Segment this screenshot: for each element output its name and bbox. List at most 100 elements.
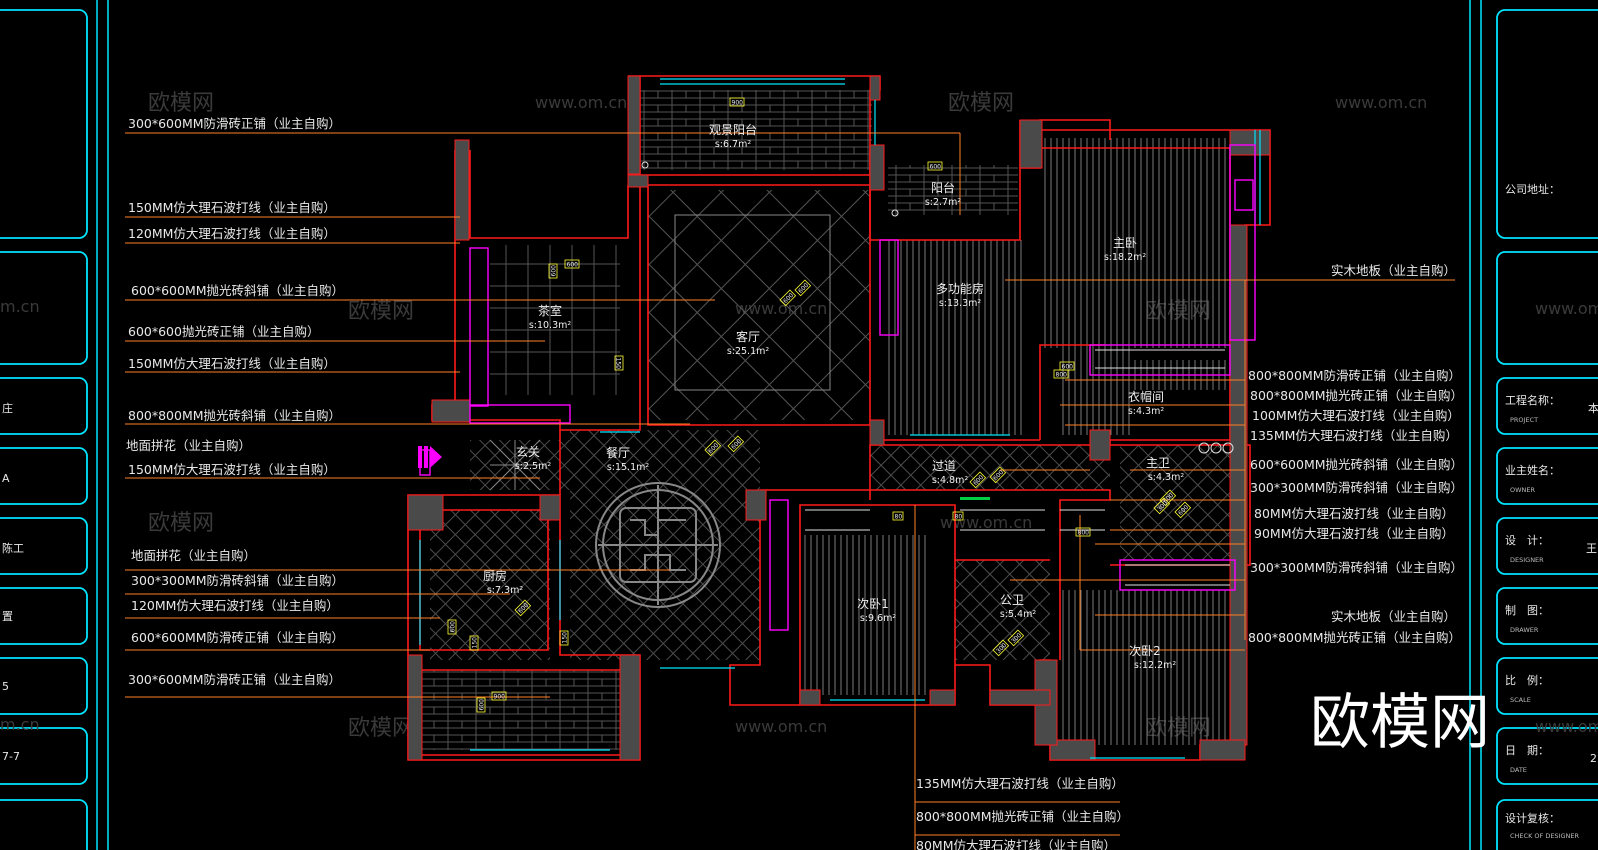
scale-label: 比 例： bbox=[1505, 673, 1549, 687]
room-name: 茶室 bbox=[538, 303, 562, 318]
watermark-url: m.cn bbox=[0, 715, 40, 734]
right-title-block bbox=[1496, 9, 1598, 850]
drawer-label-en: DRAWER bbox=[1510, 626, 1539, 634]
room-area: s:5.4m² bbox=[1000, 609, 1037, 620]
dimension-label: 900 bbox=[494, 694, 506, 701]
material-note: 800*800MM抛光砖正铺（业主自购） bbox=[1250, 388, 1463, 403]
room-area: s:4.8m² bbox=[932, 475, 969, 486]
material-note: 600*600MM抛光砖斜铺（业主自购） bbox=[1250, 457, 1463, 472]
room-name: 过道 bbox=[932, 459, 956, 473]
dimension-label: 150 bbox=[562, 632, 569, 644]
right-notes: 实木地板（业主自购） 800*800MM防滑砖正铺（业主自购） 800*800M… bbox=[1248, 263, 1463, 645]
material-note: 100MM仿大理石波打线（业主自购） bbox=[1252, 408, 1460, 423]
material-note: 120MM仿大理石波打线（业主自购） bbox=[131, 598, 339, 613]
room-name: 阳台 bbox=[931, 180, 955, 195]
entrance-arrow-icon bbox=[418, 446, 442, 468]
scale-label-en: SCALE bbox=[1510, 696, 1531, 704]
room-labels: 观景阳台 s:6.7m² 阳台 s:2.7m² 主卧 s:18.2m² 茶室 s… bbox=[483, 122, 1184, 671]
watermark-url: www.om.cn bbox=[1535, 717, 1598, 736]
material-note: 600*600MM防滑砖正铺（业主自购） bbox=[131, 630, 344, 645]
owner-label-en: OWNER bbox=[1510, 486, 1536, 494]
material-note: 600*600抛光砖正铺（业主自购） bbox=[128, 324, 319, 339]
room-area: s:6.7m² bbox=[715, 139, 752, 150]
dimension-label: 600 bbox=[551, 265, 558, 277]
room-name: 多功能房 bbox=[936, 281, 984, 296]
room-name: 客厅 bbox=[736, 329, 760, 344]
material-note: 80MM仿大理石波打线（业主自购） bbox=[916, 838, 1116, 850]
room-area: s:4.3m² bbox=[1128, 406, 1165, 417]
material-note: 135MM仿大理石波打线（业主自购） bbox=[1250, 428, 1458, 443]
dimension-label: 800 bbox=[1056, 372, 1068, 379]
room-area: s:12.2m² bbox=[1134, 660, 1177, 671]
check-label: 设计复核： bbox=[1505, 811, 1560, 825]
room-area: s:2.5m² bbox=[515, 461, 552, 472]
drawer-label: 制 图： bbox=[1505, 604, 1549, 617]
watermark-logo: 欧模网 bbox=[348, 716, 414, 741]
date-label-en: DATE bbox=[1510, 766, 1527, 774]
project-label: 工程名称： bbox=[1505, 393, 1560, 407]
owner-label: 业主姓名： bbox=[1505, 463, 1560, 477]
material-note: 150MM仿大理石波打线（业主自购） bbox=[128, 356, 336, 371]
material-note: 150MM仿大理石波打线（业主自购） bbox=[128, 462, 336, 477]
room-name: 公卫 bbox=[1000, 593, 1024, 607]
material-note: 300*300MM防滑砖斜铺（业主自购） bbox=[1250, 480, 1463, 495]
material-note: 80MM仿大理石波打线（业主自购） bbox=[1254, 506, 1454, 521]
room-area: s:4.3m² bbox=[1148, 472, 1185, 483]
company-address-label: 公司地址： bbox=[1505, 182, 1560, 196]
material-note: 135MM仿大理石波打线（业主自购） bbox=[916, 776, 1124, 791]
dining-medallion bbox=[595, 482, 721, 608]
room-name: 餐厅 bbox=[606, 445, 630, 460]
drawing-frame bbox=[96, 0, 1482, 850]
dimension-label: 600 bbox=[1062, 364, 1074, 371]
watermark-url: www.om.cn bbox=[735, 717, 827, 736]
material-note: 实木地板（业主自购） bbox=[1331, 263, 1456, 278]
left-block-label: 庄 bbox=[2, 401, 13, 415]
bottom-notes: 135MM仿大理石波打线（业主自购） 800*800MM抛光砖正铺（业主自购） … bbox=[916, 776, 1129, 850]
watermark-url: m.cn bbox=[0, 297, 40, 316]
watermark-logo: 欧模网 bbox=[348, 299, 414, 324]
material-note: 300*300MM防滑砖斜铺（业主自购） bbox=[131, 573, 344, 588]
room-name: 厨房 bbox=[483, 568, 507, 583]
left-notes: 300*600MM防滑砖正铺（业主自购） 150MM仿大理石波打线（业主自购） … bbox=[126, 116, 344, 687]
room-area: s:15.1m² bbox=[607, 462, 650, 473]
dimension-label: 600 bbox=[930, 164, 942, 171]
watermark-logo: 欧模网 bbox=[148, 91, 214, 116]
material-note: 300*600MM防滑砖正铺（业主自购） bbox=[128, 116, 341, 131]
dimension-label: 900 bbox=[732, 100, 744, 107]
room-name: 玄关 bbox=[516, 444, 540, 459]
dimension-label: 80 bbox=[895, 514, 903, 521]
date-label: 日 期： bbox=[1505, 744, 1549, 757]
room-name: 次卧2 bbox=[1129, 644, 1161, 658]
material-note: 800*800MM抛光砖正铺（业主自购） bbox=[1248, 630, 1461, 645]
designer-label: 设 计： bbox=[1505, 534, 1549, 547]
date-value: 2 bbox=[1590, 752, 1597, 765]
entrance-pattern bbox=[489, 439, 541, 491]
project-label-en: PROJECT bbox=[1510, 416, 1538, 424]
room-area: s:9.6m² bbox=[860, 613, 897, 624]
left-block-label: 5 bbox=[2, 680, 9, 693]
dimension-label: 600 bbox=[479, 699, 486, 711]
room-name: 次卧1 bbox=[857, 597, 889, 611]
floor-plan bbox=[125, 75, 1455, 850]
material-note: 120MM仿大理石波打线（业主自购） bbox=[128, 226, 336, 241]
room-name: 观景阳台 bbox=[709, 122, 757, 137]
room-area: s:13.3m² bbox=[939, 298, 982, 309]
designer-value: 王 bbox=[1586, 542, 1597, 555]
room-area: s:25.1m² bbox=[727, 346, 770, 357]
left-block-label: 置 bbox=[2, 610, 13, 623]
material-note: 90MM仿大理石波打线（业主自购） bbox=[1254, 526, 1454, 541]
material-note: 800*800MM抛光砖正铺（业主自购） bbox=[916, 809, 1129, 824]
left-block-label: 7-7 bbox=[2, 750, 20, 763]
material-note: 150MM仿大理石波打线（业主自购） bbox=[128, 200, 336, 215]
room-name: 主卫 bbox=[1146, 456, 1170, 470]
room-area: s:18.2m² bbox=[1104, 252, 1147, 263]
watermark-url: www.om.cn bbox=[535, 93, 627, 112]
left-block-label: A bbox=[2, 472, 10, 485]
material-note: 600*600MM抛光砖斜铺（业主自购） bbox=[131, 283, 344, 298]
material-note: 300*300MM防滑砖斜铺（业主自购） bbox=[1250, 560, 1463, 575]
watermark-url: www.om.cn bbox=[1535, 299, 1598, 318]
check-label-en: CHECK OF DESIGNER bbox=[1510, 832, 1579, 840]
watermark-url: www.om.cn bbox=[1335, 93, 1427, 112]
material-note: 地面拼花（业主自购） bbox=[131, 548, 256, 563]
room-name: 主卧 bbox=[1113, 236, 1137, 250]
